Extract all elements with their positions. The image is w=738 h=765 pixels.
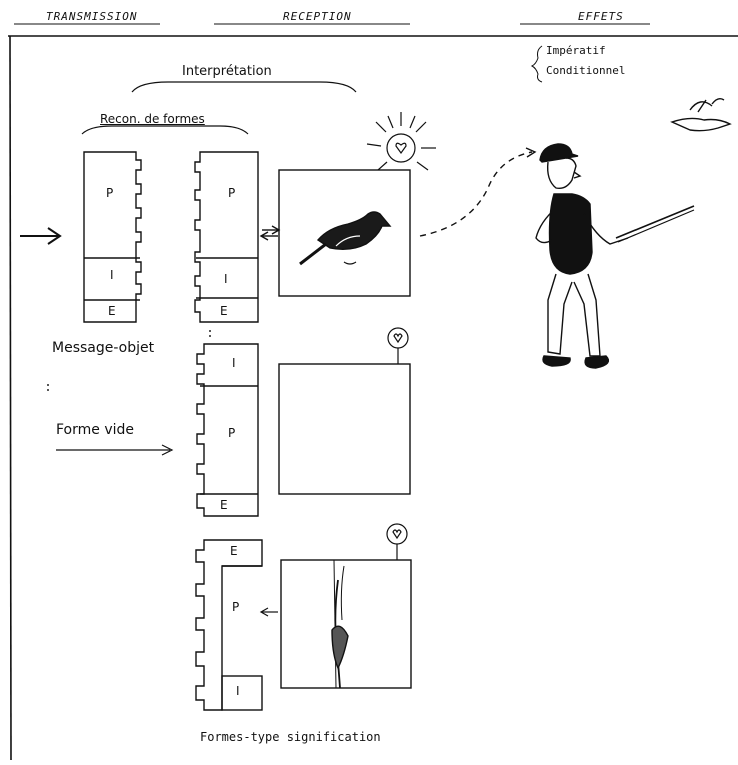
small-sun-icon [387,327,409,364]
block4-i: I [236,684,240,698]
formes-type-block [195,539,263,711]
reconnaissance-label: Recon. de formes [100,112,205,126]
formes-type-label: Formes-type signification [200,730,381,744]
block2-p: P [228,186,236,200]
block1-e: E [108,304,116,318]
recognized-block [194,151,259,323]
hunter-figure [535,143,695,369]
block3-p: P [228,426,236,440]
header-transmission: TRANSMISSION [46,10,138,23]
forme-vide-block [196,343,259,517]
block2-e: E [220,304,228,318]
block1-p: P [106,186,114,200]
wheat-illustration [331,565,349,689]
interpretation-label: Interprétation [182,64,272,79]
bidirectional-arrow [259,225,281,241]
block3-e: E [220,498,228,512]
sun-icon [366,112,436,171]
bird-illustration [299,211,392,266]
effect-conditionnel: Conditionnel [546,64,626,77]
small-sun-icon-2 [386,523,408,560]
effect-imperatif: Impératif [546,44,606,57]
wheat-panel [280,559,412,689]
input-arrow [20,227,62,245]
block2-i: I [224,272,228,286]
block1-i: I [110,268,114,282]
header-effets: EFFETS [578,10,624,23]
block4-p: P [232,600,240,614]
header-reception: RECEPTION [283,10,352,23]
flying-bird-illustration [670,97,732,132]
block4-e: E [230,544,238,558]
bird-panel [278,169,411,297]
empty-panel [278,363,411,495]
message-objet-block [83,151,142,323]
forme-vide-label: Forme vide [56,422,135,438]
block3-i: I [232,356,236,370]
message-objet-label: Message-objet [52,340,155,356]
